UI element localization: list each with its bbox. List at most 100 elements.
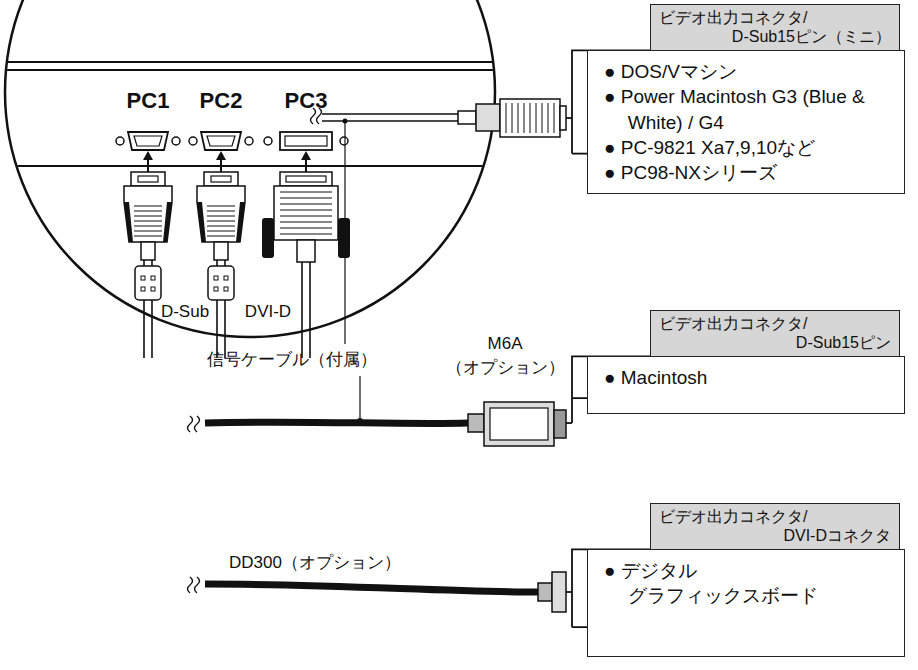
plug-ridge bbox=[134, 211, 162, 212]
port-name: PC2 bbox=[200, 88, 243, 114]
thumb-screw bbox=[338, 218, 350, 258]
plug-ridge bbox=[542, 103, 543, 133]
insert-arrowhead bbox=[216, 151, 226, 160]
plug-ridge bbox=[280, 216, 332, 217]
cable-name: DD300（オプション） bbox=[229, 553, 401, 573]
dsub-port bbox=[201, 132, 241, 150]
adapter-body bbox=[484, 402, 554, 446]
device-list-box: ● DOS/Vマシン● Power Macintosh G3 (Blue & W… bbox=[587, 50, 905, 193]
zoom-content bbox=[0, 62, 500, 166]
monitor-housing bbox=[0, 62, 500, 166]
insert-arrowhead bbox=[301, 151, 311, 160]
ferrite-core bbox=[135, 266, 161, 300]
plug-ridge bbox=[280, 228, 332, 229]
plug-ridge bbox=[134, 231, 162, 232]
plug-ridge bbox=[554, 103, 555, 133]
plug-grip bbox=[197, 202, 206, 242]
heading-line: D-Sub15ピン bbox=[659, 333, 891, 352]
heading-line: ビデオ出力コネクタ/ bbox=[659, 507, 891, 526]
plug-grip bbox=[124, 202, 133, 242]
signal-cable bbox=[322, 114, 458, 121]
connector-heading: ビデオ出力コネクタ/ DVI-Dコネクタ bbox=[650, 503, 900, 549]
connector-heading: ビデオ出力コネクタ/ D-Sub15ピン（ミニ） bbox=[650, 4, 900, 50]
plug-ridge bbox=[134, 216, 162, 217]
port-screw bbox=[116, 137, 124, 145]
insert-arrowhead bbox=[143, 151, 153, 160]
heading-line: DVI-Dコネクタ bbox=[659, 526, 891, 545]
device-item: ● DOS/Vマシン bbox=[604, 59, 892, 84]
plug-ridge bbox=[134, 226, 162, 227]
adapter-plate bbox=[490, 408, 548, 440]
plug-hood bbox=[538, 583, 552, 601]
plug-ridge bbox=[207, 206, 235, 207]
plug-body bbox=[552, 572, 566, 612]
break-mark bbox=[188, 577, 200, 593]
plug-ridge bbox=[207, 236, 235, 237]
plug-ridge bbox=[207, 221, 235, 222]
plug-shell bbox=[204, 172, 238, 186]
insert-arrow bbox=[220, 158, 222, 172]
thumb-screw bbox=[262, 218, 274, 258]
plug-shell-inner bbox=[211, 176, 231, 182]
device-item: ● Power Macintosh G3 (Blue & White) / G4 bbox=[604, 84, 892, 134]
signal-cable bbox=[205, 584, 538, 592]
plug-ridge bbox=[536, 103, 537, 133]
connector-heading: ビデオ出力コネクタ/ D-Sub15ピン bbox=[650, 310, 900, 356]
cable-type: DVI-D bbox=[245, 302, 291, 322]
plug-ridge bbox=[280, 198, 332, 199]
plug-ridge bbox=[207, 211, 235, 212]
plug-ridge bbox=[506, 103, 507, 133]
plug-shell bbox=[131, 172, 165, 186]
port-screw bbox=[340, 137, 348, 145]
plug-ridge bbox=[134, 236, 162, 237]
plug-ridge bbox=[207, 231, 235, 232]
strain-relief bbox=[297, 240, 315, 262]
bracket-line bbox=[572, 397, 587, 399]
dsub-port-inner bbox=[207, 136, 235, 146]
ferrite-dot bbox=[214, 287, 218, 291]
plug-ridge bbox=[207, 216, 235, 217]
plug-ridge bbox=[280, 222, 332, 223]
bracket-line bbox=[566, 117, 572, 119]
plug-ridge bbox=[134, 206, 162, 207]
signal-cable bbox=[302, 262, 310, 358]
ferrite-dot bbox=[224, 276, 228, 280]
ferrite-core bbox=[208, 266, 234, 300]
connector-group: ビデオ出力コネクタ/ D-Sub15ピン（ミニ）● DOS/Vマシン● Powe… bbox=[587, 4, 905, 194]
strain-relief bbox=[458, 111, 476, 124]
strain-relief bbox=[141, 242, 155, 260]
ferrite-dot bbox=[151, 276, 155, 280]
insert-arrow bbox=[147, 158, 149, 172]
port-name: PC1 bbox=[127, 88, 170, 114]
break-mark bbox=[188, 416, 200, 432]
plug-body bbox=[274, 186, 338, 240]
port-screw bbox=[245, 137, 253, 145]
bracket-line bbox=[566, 591, 572, 593]
plug-body bbox=[124, 186, 172, 242]
dvi-port bbox=[280, 132, 332, 150]
adapter-face bbox=[554, 410, 566, 438]
bracket-line bbox=[572, 626, 587, 628]
adapter-note: （オプション） bbox=[446, 358, 565, 378]
plug-ridge bbox=[512, 103, 513, 133]
insert-arrow bbox=[305, 158, 307, 172]
device-item: ● PC98-NXシリーズ bbox=[604, 160, 892, 185]
plug-ridge bbox=[280, 192, 332, 193]
dvi-port-inner bbox=[285, 136, 327, 146]
leader-line bbox=[359, 376, 360, 419]
heading-line: D-Sub15ピン（ミニ） bbox=[659, 27, 891, 46]
plug-ridge bbox=[530, 103, 531, 133]
ferrite-dot bbox=[151, 287, 155, 291]
ferrite-dot bbox=[141, 276, 145, 280]
adapter-name: M6A bbox=[488, 334, 523, 354]
plug-shell bbox=[280, 172, 332, 186]
strain-relief bbox=[214, 242, 228, 260]
plug-body bbox=[500, 99, 560, 137]
ferrite-dot bbox=[224, 287, 228, 291]
device-item: ● Macintosh bbox=[604, 365, 892, 390]
ferrite-dot bbox=[141, 287, 145, 291]
device-item: ● PC-9821 Xa7,9,10など bbox=[604, 135, 892, 160]
dsub-port bbox=[128, 132, 168, 150]
heading-line: ビデオ出力コネクタ/ bbox=[659, 314, 891, 333]
